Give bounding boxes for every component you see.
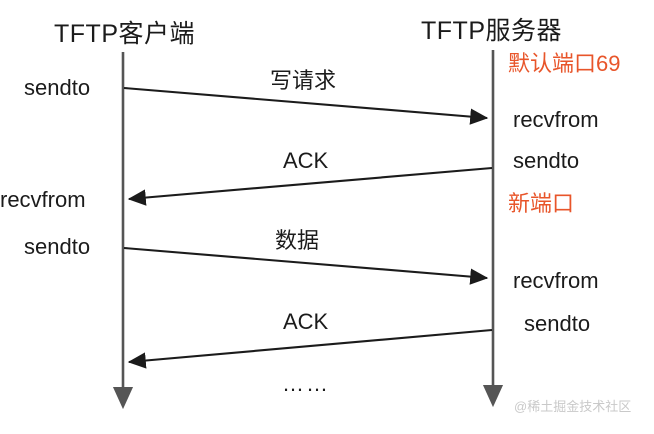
message-label-ack-2: ACK [283, 309, 329, 334]
message-label-write-request: 写请求 [270, 68, 337, 93]
server-call-sendto-2: sendto [524, 311, 591, 336]
client-call-sendto-1: sendto [24, 75, 91, 100]
server-call-recvfrom-1: recvfrom [513, 107, 599, 132]
message-arrow-ack-2 [127, 328, 493, 369]
message-arrow-write-request [123, 86, 489, 125]
watermark: @稀土掘金技术社区 [514, 399, 632, 414]
message-arrow-data [123, 246, 489, 285]
client-title: TFTP客户端 [54, 20, 195, 48]
server-annotation-new-port: 新端口 [508, 191, 575, 216]
server-annotation-default-port: 默认端口69 [508, 51, 621, 76]
server-title: TFTP服务器 [421, 17, 562, 45]
ellipsis-continuation: …… [282, 371, 330, 396]
server-call-recvfrom-2: recvfrom [513, 268, 599, 293]
message-arrow-ack-1 [127, 166, 493, 206]
client-call-sendto-2: sendto [24, 234, 91, 259]
message-label-ack-1: ACK [283, 148, 329, 173]
message-label-data: 数据 [275, 228, 320, 253]
server-call-sendto-1: sendto [513, 148, 580, 173]
client-call-recvfrom-1: recvfrom [0, 187, 86, 212]
